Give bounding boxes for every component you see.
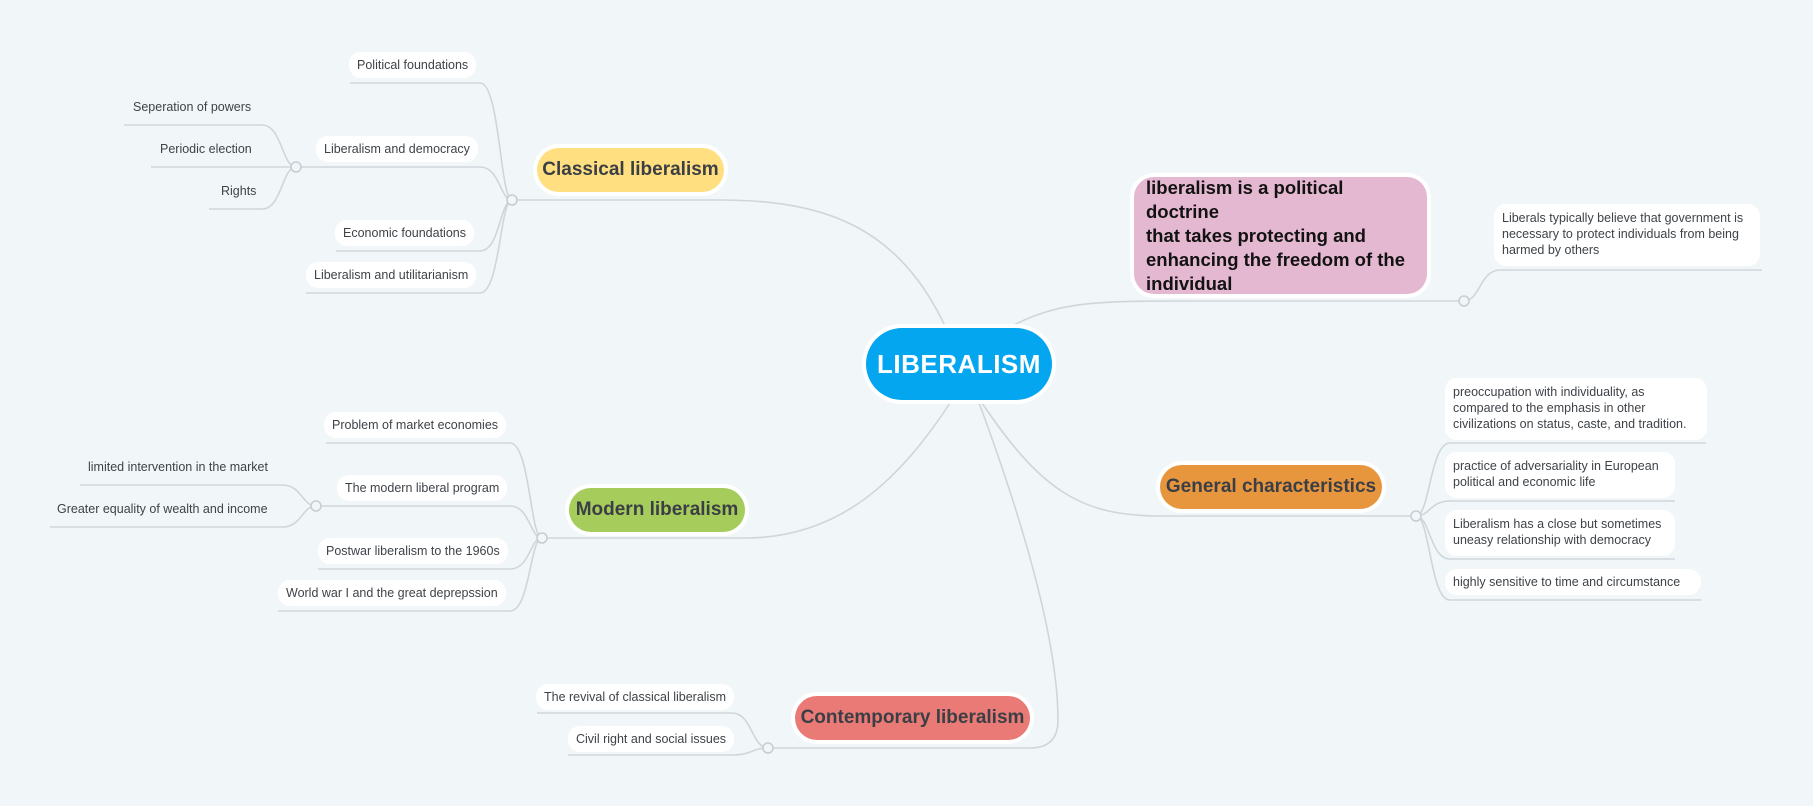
- text-line: Liberalism has a close but sometimes: [1453, 517, 1662, 531]
- junction-democracy: [290, 161, 302, 173]
- subtopic-rights[interactable]: Rights: [221, 184, 257, 198]
- link-root-classical: [512, 199, 947, 329]
- subtopic-revival-classical-liberalism[interactable]: The revival of classical liberalism: [536, 684, 735, 710]
- subtopic-economic-foundations[interactable]: Economic foundations: [335, 220, 474, 246]
- subtopic-adversariality[interactable]: practice of adversariality in European p…: [1445, 452, 1675, 498]
- text-line: Liberals typically believe that governme…: [1502, 211, 1744, 225]
- subtopic-relationship-democracy[interactable]: Liberalism has a close but sometimes une…: [1445, 510, 1675, 556]
- junction-definition: [1458, 295, 1470, 307]
- link-modern-market: [326, 442, 543, 539]
- link-modern-program: [338, 505, 543, 539]
- topic-classical-liberalism[interactable]: Classical liberalism: [537, 148, 724, 192]
- text-line: uneasy relationship with democracy: [1453, 533, 1652, 547]
- link-general-c4: [1415, 515, 1701, 601]
- subtopic-modern-liberal-program[interactable]: The modern liberal program: [337, 475, 508, 501]
- junction-general: [1410, 510, 1422, 522]
- definition-line: that takes protecting and: [1146, 224, 1366, 246]
- subtopic-problem-of-market-economies[interactable]: Problem of market economies: [324, 412, 507, 438]
- link-classical-utilitarianism: [306, 199, 513, 294]
- text-line: preoccupation with individuality, as: [1453, 385, 1645, 399]
- junction-program: [310, 500, 322, 512]
- subtopic-civil-right-social-issues[interactable]: Civil right and social issues: [568, 726, 735, 752]
- subtopic-liberalism-and-utilitarianism[interactable]: Liberalism and utilitarianism: [306, 262, 477, 288]
- topic-modern-liberalism[interactable]: Modern liberalism: [569, 488, 745, 532]
- link-classical-democracy: [318, 166, 513, 201]
- subtopic-separation-of-powers[interactable]: Seperation of powers: [133, 100, 252, 114]
- subtopic-government-protection[interactable]: Liberals typically believe that governme…: [1494, 204, 1760, 266]
- link-root-contemporary: [768, 399, 1059, 749]
- topic-definition[interactable]: liberalism is a political doctrine that …: [1134, 177, 1427, 294]
- definition-line: liberalism is a political doctrine: [1146, 176, 1344, 222]
- text-line: compared to the emphasis in other: [1453, 401, 1646, 415]
- subtopic-greater-equality[interactable]: Greater equality of wealth and income: [57, 502, 268, 516]
- text-line: political and economic life: [1453, 475, 1596, 489]
- junction-classical: [506, 194, 518, 206]
- text-line: practice of adversariality in European: [1453, 459, 1659, 473]
- link-root-definition: [1007, 300, 1464, 329]
- link-root-modern: [542, 399, 953, 539]
- subtopic-political-foundations[interactable]: Political foundations: [349, 52, 477, 78]
- subtopic-time-circumstance[interactable]: highly sensitive to time and circumstanc…: [1445, 569, 1701, 595]
- topic-contemporary-liberalism[interactable]: Contemporary liberalism: [795, 696, 1030, 740]
- junction-contemporary: [762, 742, 774, 754]
- text-line: necessary to protect individuals from be…: [1502, 227, 1739, 241]
- central-topic-liberalism[interactable]: LIBERALISM: [866, 328, 1052, 400]
- subtopic-world-war-depression[interactable]: World war I and the great deprepssion: [278, 580, 506, 606]
- subtopic-periodic-election[interactable]: Periodic election: [160, 142, 252, 156]
- link-root-general: [979, 399, 1416, 517]
- link-definition-child: [1463, 269, 1762, 302]
- text-line: harmed by others: [1502, 243, 1600, 257]
- subtopic-limited-intervention[interactable]: limited intervention in the market: [88, 460, 268, 474]
- subtopic-postwar-liberalism[interactable]: Postwar liberalism to the 1960s: [318, 538, 508, 564]
- definition-line: individual: [1146, 272, 1233, 294]
- text-line: civilizations on status, caste, and trad…: [1453, 417, 1687, 431]
- definition-line: enhancing the freedom of the: [1146, 248, 1406, 270]
- junction-modern: [536, 532, 548, 544]
- subtopic-individuality[interactable]: preoccupation with individuality, as com…: [1445, 378, 1707, 440]
- subtopic-liberalism-and-democracy[interactable]: Liberalism and democracy: [316, 136, 478, 162]
- link-classical-political: [350, 82, 513, 201]
- topic-general-characteristics[interactable]: General characteristics: [1160, 465, 1382, 509]
